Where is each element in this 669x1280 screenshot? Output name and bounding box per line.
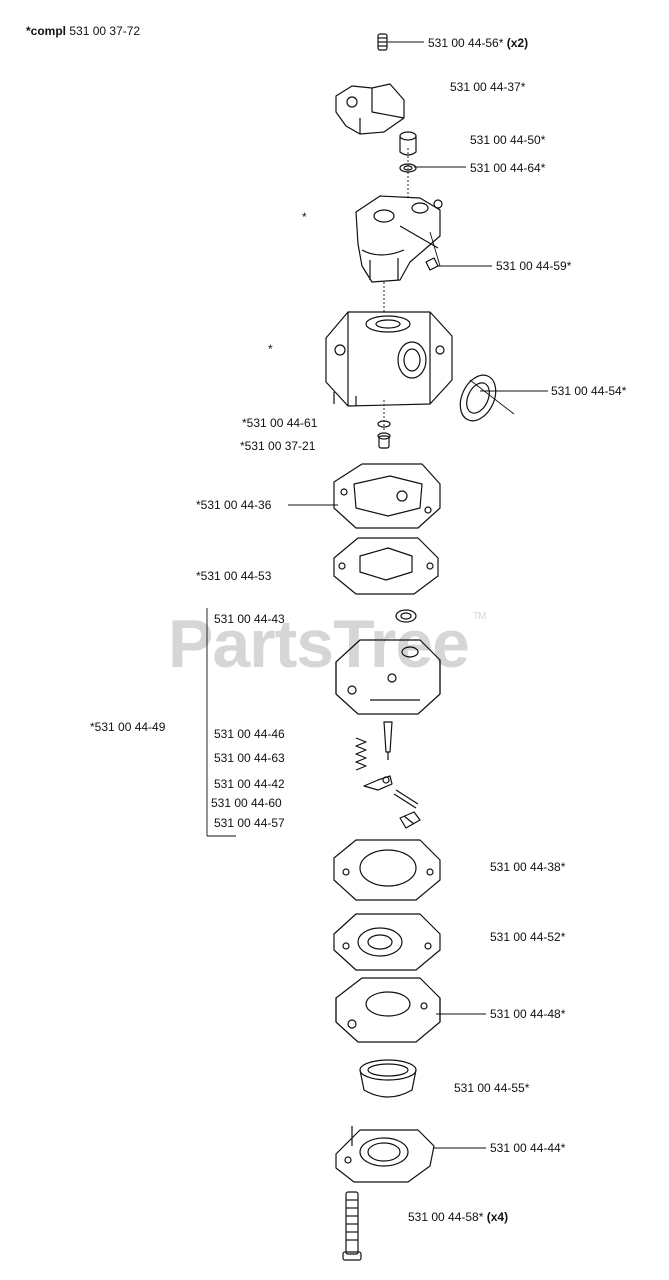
small-screw-part	[425, 257, 439, 271]
part-label-531-00-44-36[interactable]: *531 00 44-36	[196, 498, 272, 512]
part-label-531-00-37-21[interactable]: *531 00 37-21	[240, 439, 316, 453]
part-label-531-00-44-64[interactable]: 531 00 44-64*	[470, 161, 546, 175]
oring-part	[377, 420, 391, 428]
part-label-531-00-44-56[interactable]: 531 00 44-56* (x2)	[428, 36, 529, 50]
part-label-531-00-44-57[interactable]: 531 00 44-57	[214, 816, 285, 830]
leader-lines	[288, 41, 548, 1149]
part-label-531-00-44-48[interactable]: 531 00 44-48*	[490, 1007, 566, 1021]
part-label-531-00-44-46[interactable]: 531 00 44-46	[214, 727, 285, 741]
part-label-531-00-44-43[interactable]: 531 00 44-43	[214, 612, 285, 626]
bracket-part	[335, 83, 405, 135]
long-bolt-part	[342, 1191, 362, 1261]
metering-screw-part	[399, 811, 421, 829]
part-label-531-00-44-63[interactable]: 531 00 44-63	[214, 751, 285, 765]
compl-assembly-label: *compl 531 00 37-72	[26, 24, 141, 38]
gasket-38-part	[333, 839, 441, 901]
part-label-531-00-44-58[interactable]: 531 00 44-58* (x4)	[408, 1210, 509, 1224]
washer-part	[399, 163, 417, 173]
screw-top-part	[377, 33, 388, 51]
stray-asterisk-1: *	[302, 210, 307, 224]
part-label-531-00-44-61[interactable]: *531 00 44-61	[242, 416, 318, 430]
seal-ring-part	[459, 374, 497, 422]
pump-cover-part	[395, 609, 417, 623]
primer-bulb-part	[359, 1059, 417, 1098]
spring-part	[355, 737, 367, 771]
screw-under-body-part	[377, 432, 391, 449]
group-bracket	[206, 608, 236, 837]
carburetor-body-part	[325, 311, 453, 407]
pin-part	[393, 789, 419, 809]
part-label-531-00-44-44[interactable]: 531 00 44-44*	[490, 1141, 566, 1155]
part-label-531-00-44-52[interactable]: 531 00 44-52*	[490, 930, 566, 944]
part-label-531-00-44-37[interactable]: 531 00 44-37*	[450, 80, 526, 94]
throttle-body-part	[355, 195, 443, 283]
part-label-531-00-44-55[interactable]: 531 00 44-55*	[454, 1081, 530, 1095]
gasket-53-part	[333, 537, 439, 595]
cap-part	[399, 131, 417, 156]
metering-body-part	[335, 639, 441, 715]
part-label-531-00-44-59[interactable]: 531 00 44-59*	[496, 259, 572, 273]
gasket-36-part	[333, 463, 441, 529]
diaphragm-52-part	[333, 913, 441, 971]
stray-asterisk-2: *	[268, 342, 273, 356]
needle-part	[383, 721, 393, 760]
pump-cover-48-part	[335, 977, 441, 1043]
cover-plate-part	[335, 1126, 435, 1183]
part-label-531-00-44-60[interactable]: 531 00 44-60	[211, 796, 282, 810]
part-label-531-00-44-53[interactable]: *531 00 44-53	[196, 569, 272, 583]
part-label-531-00-44-42[interactable]: 531 00 44-42	[214, 777, 285, 791]
part-label-531-00-44-54[interactable]: 531 00 44-54*	[551, 384, 627, 398]
part-label-531-00-44-38[interactable]: 531 00 44-38*	[490, 860, 566, 874]
part-label-531-00-44-50[interactable]: 531 00 44-50*	[470, 133, 546, 147]
part-label-531-00-44-49[interactable]: *531 00 44-49	[90, 720, 166, 734]
lever-part	[363, 775, 393, 791]
